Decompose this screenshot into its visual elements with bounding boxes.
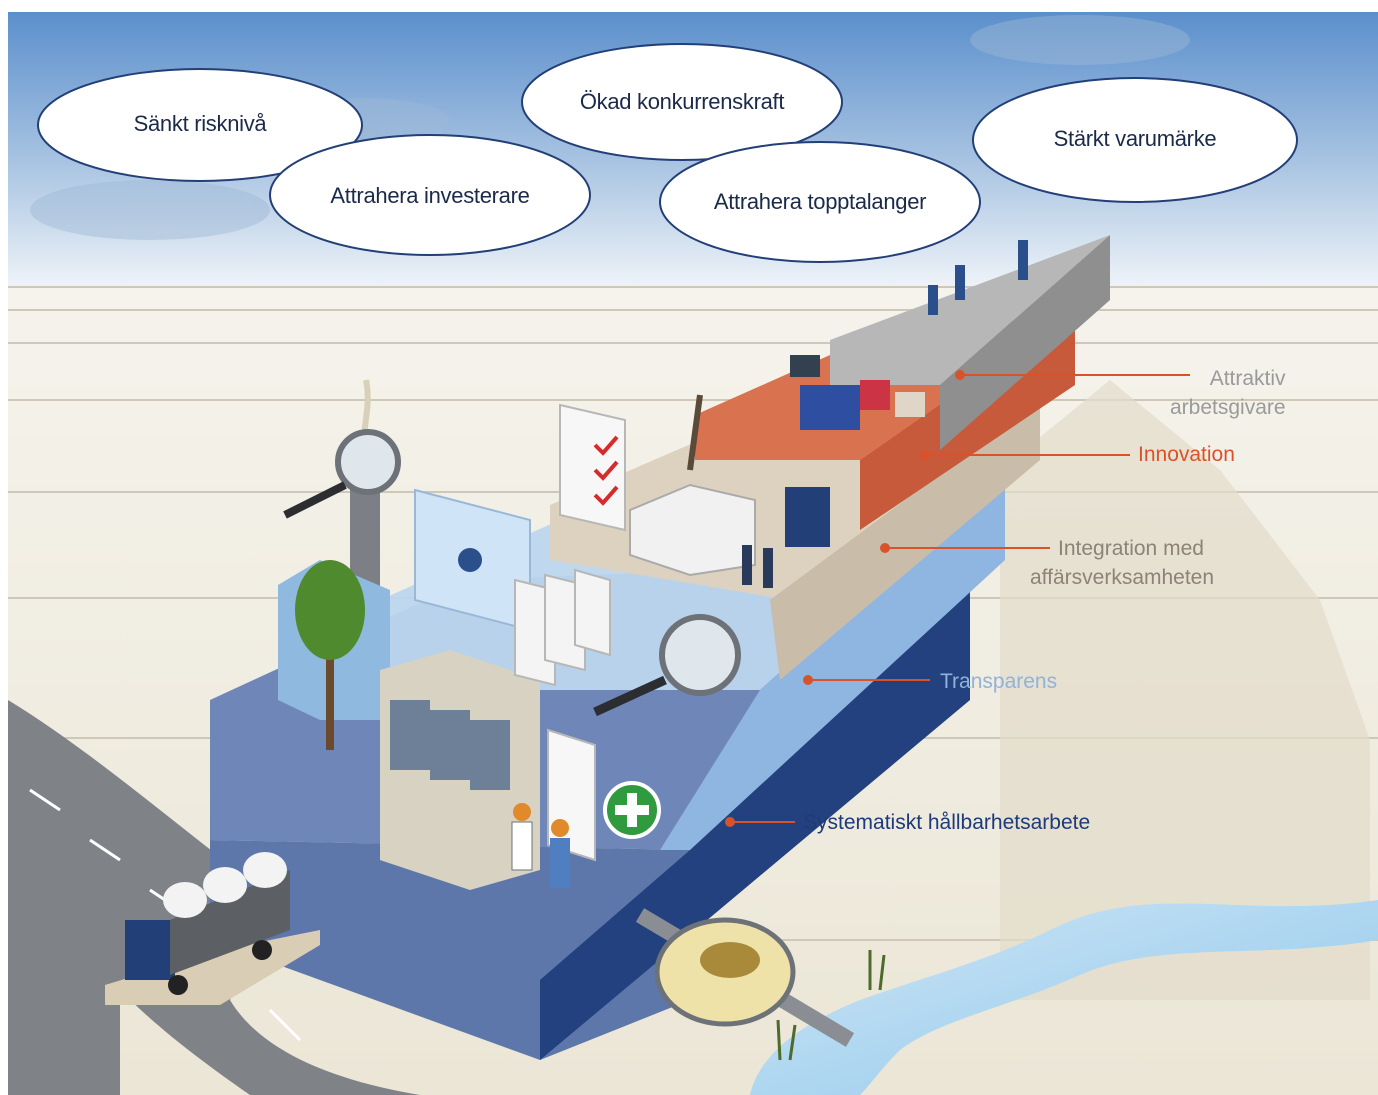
step-attractive-top xyxy=(830,235,1110,385)
goal-label-competitive: Ökad konkurrenskraft xyxy=(579,89,785,114)
truck-icon xyxy=(105,852,320,1005)
step-transparency-side xyxy=(660,470,1005,850)
layer-label-transparency: Transparens xyxy=(940,670,1058,693)
goal-bubble-competitive xyxy=(521,43,843,161)
layer-label-integration-line2: affärsverksamheten xyxy=(1030,566,1215,589)
leader-lines xyxy=(725,370,1190,827)
goal-bubble-investors xyxy=(269,134,591,256)
road-markings xyxy=(29,788,302,1042)
goal-label-investors: Attrahera investerare xyxy=(330,183,530,208)
staircase-shadow xyxy=(1000,380,1370,1000)
people-icon xyxy=(511,803,570,888)
plant-icon xyxy=(776,950,886,1061)
people-icon xyxy=(928,240,1028,315)
poster-icon xyxy=(785,487,830,547)
process-screen-icon xyxy=(414,488,531,632)
small-office-icon xyxy=(629,483,756,577)
goal-label-talent: Attrahera topptalanger xyxy=(713,189,927,214)
water-outlet-icon xyxy=(635,908,855,1047)
people-icon xyxy=(742,545,773,588)
factory-icon xyxy=(380,650,540,890)
layer-label-integration: Integration med affärsverksamheten xyxy=(1030,534,1214,592)
magnifier-icon xyxy=(593,614,741,717)
layer-label-attractive-line2: arbetsgivare xyxy=(1170,396,1286,419)
goal-bubbles xyxy=(37,43,1298,263)
goal-label-brand: Stärkt varumärke xyxy=(1053,126,1217,151)
river-icon xyxy=(750,900,1378,1095)
step-attractive-side xyxy=(940,235,1110,450)
layer-label-integration-line1: Integration med xyxy=(1058,537,1204,560)
layer-label-attractive: Attraktiv arbetsgivare xyxy=(1170,364,1286,422)
innovation-objects xyxy=(687,355,925,471)
step-integration-side xyxy=(770,400,1040,680)
layer-label-innovation: Innovation xyxy=(1138,443,1235,466)
goal-bubble-talent xyxy=(659,141,981,263)
layer-label-attractive-line1: Attraktiv xyxy=(1209,367,1286,390)
documents-icon xyxy=(514,568,611,687)
first-aid-icon xyxy=(603,781,661,839)
magnifier-icon xyxy=(283,429,401,519)
tree-icon xyxy=(295,560,365,750)
checklist-icon xyxy=(559,403,626,532)
goal-bubble-risk xyxy=(37,68,363,182)
goal-bubble-brand xyxy=(972,77,1298,203)
goal-label-risk: Sänkt risknivå xyxy=(133,111,267,136)
layer-label-systematic: Systematiskt hållbarhetsarbete xyxy=(803,811,1091,834)
